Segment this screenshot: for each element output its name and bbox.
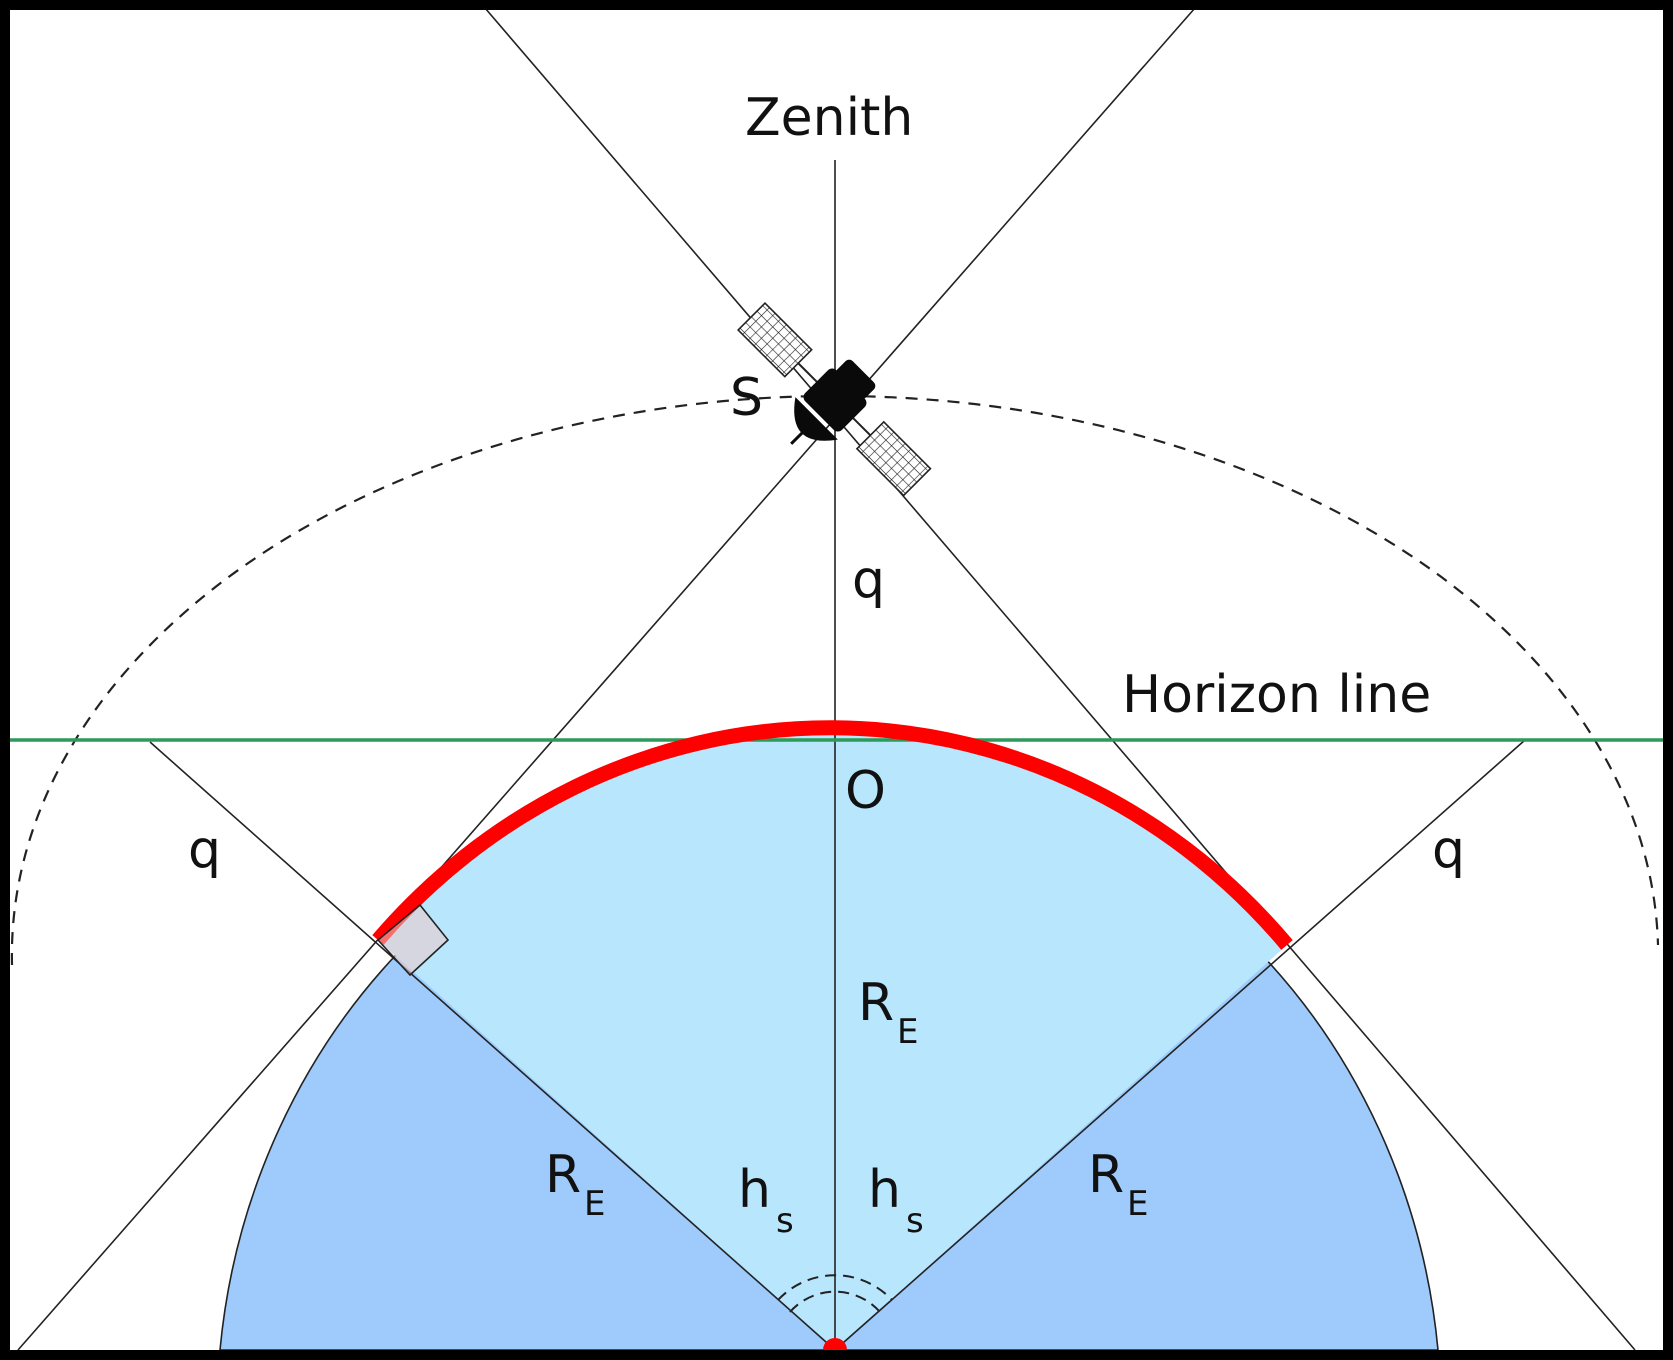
radius-left: [149, 741, 836, 1351]
re-center-label: R: [858, 973, 894, 1033]
radius-right: [834, 739, 1526, 1351]
re-right-subscript: E: [1127, 1184, 1148, 1224]
line-upper-right-to-lower-left: [17, 7, 1196, 1351]
re-left-label: R: [545, 1145, 581, 1205]
re-center-subscript: E: [897, 1012, 918, 1052]
q-left-label: q: [188, 820, 221, 880]
angle-arc-outer: [777, 1274, 893, 1301]
right-angle-marker: [376, 903, 450, 977]
re-right-label: R: [1088, 1145, 1124, 1205]
hs-left-subscript: s: [776, 1201, 794, 1241]
coverage-sector: [378, 727, 1287, 1350]
zenith-label: Zenith: [745, 88, 913, 148]
line-upper-left-to-lower-right: [484, 7, 1636, 1351]
re-left-subscript: E: [584, 1184, 605, 1224]
coverage-arc: [372, 720, 1293, 950]
q-center-label: q: [852, 550, 885, 610]
hs-left-label: h: [738, 1160, 771, 1220]
orbit-circle: [10, 394, 1660, 966]
q-right-label: q: [1432, 820, 1465, 880]
horizon-line-label: Horizon line: [1122, 665, 1431, 725]
satellite-label: S: [730, 368, 763, 428]
hs-right-subscript: s: [906, 1201, 924, 1241]
hs-right-label: h: [868, 1160, 901, 1220]
origin-label: O: [845, 761, 886, 821]
satellite-icon: [736, 301, 932, 497]
